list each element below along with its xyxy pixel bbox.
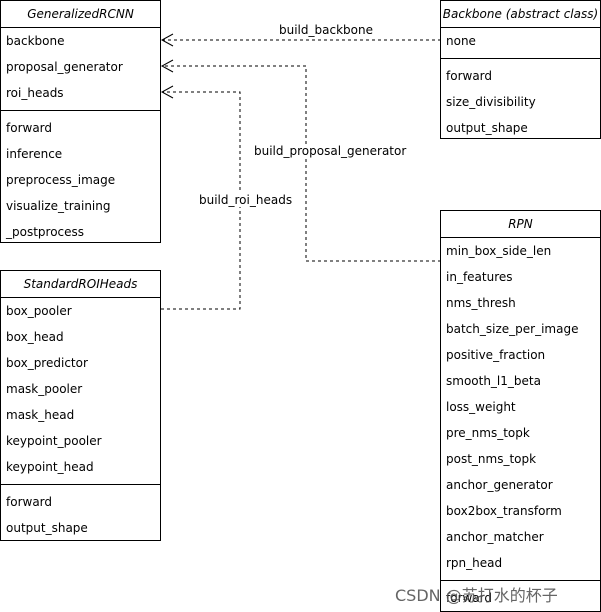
watermark: CSDN @苏打水的杯子 [395, 586, 558, 605]
attribute-nms-thresh: nms_thresh [446, 296, 516, 310]
method-forward: forward [446, 591, 493, 605]
attribute-smooth-l1-beta: smooth_l1_beta [446, 374, 541, 388]
attribute-loss-weight: loss_weight [446, 400, 516, 414]
method-size-divisibility: size_divisibility [446, 95, 536, 109]
attribute-mask-head: mask_head [6, 408, 75, 422]
class-title: Backbone (abstract class) [441, 1, 600, 28]
section-divider [441, 58, 600, 59]
class-title: StandardROIHeads [1, 271, 160, 298]
method-inference: inference [6, 147, 63, 161]
class-standard-roi-heads: StandardROIHeads box_pooler box_head box… [0, 270, 161, 541]
section-divider [441, 580, 600, 581]
attribute-box-head: box_head [6, 330, 64, 344]
method-visualize-training: visualize_training [6, 199, 111, 213]
edge-label-build-roi-heads: build_roi_heads [197, 193, 295, 207]
method-preprocess-image: preprocess_image [6, 173, 116, 187]
arrowhead-proposal-generator [160, 59, 174, 73]
attribute-roi-heads: roi_heads [6, 86, 64, 100]
class-backbone: Backbone (abstract class) none forward s… [440, 0, 601, 139]
attribute-batch-size-per-image: batch_size_per_image [446, 322, 579, 336]
method-output-shape: output_shape [446, 121, 528, 135]
attribute-post-nms-topk: post_nms_topk [446, 452, 537, 466]
attribute-backbone: backbone [6, 34, 65, 48]
arrowhead-roi-heads [160, 85, 174, 99]
arrowhead-backbone [160, 33, 174, 47]
class-generalized-rcnn: GeneralizedRCNN backbone proposal_genera… [0, 0, 161, 243]
attribute-box2box-transform: box2box_transform [446, 504, 562, 518]
attribute-anchor-generator: anchor_generator [446, 478, 553, 492]
attribute-box-predictor: box_predictor [6, 356, 88, 370]
attribute-rpn-head: rpn_head [446, 556, 503, 570]
attribute-keypoint-head: keypoint_head [6, 460, 94, 474]
attribute-keypoint-pooler: keypoint_pooler [6, 434, 102, 448]
attribute-anchor-matcher: anchor_matcher [446, 530, 544, 544]
method-forward: forward [6, 121, 53, 135]
attribute-pre-nms-topk: pre_nms_topk [446, 426, 530, 440]
attribute-mask-pooler: mask_pooler [6, 382, 83, 396]
attribute-min-box-side-len: min_box_side_len [446, 244, 552, 258]
class-title: GeneralizedRCNN [1, 1, 160, 28]
attribute-proposal-generator: proposal_generator [6, 60, 123, 74]
attribute-in-features: in_features [446, 270, 513, 284]
class-title: RPN [441, 211, 600, 238]
edge-label-build-backbone: build_backbone [277, 23, 375, 37]
edge-label-build-proposal-generator: build_proposal_generator [252, 144, 409, 158]
method-output-shape: output_shape [6, 521, 88, 535]
attribute-box-pooler: box_pooler [6, 304, 72, 318]
section-divider [1, 110, 160, 111]
class-rpn: RPN min_box_side_len in_features nms_thr… [440, 210, 601, 612]
section-divider [1, 484, 160, 485]
attribute-positive-fraction: positive_fraction [446, 348, 546, 362]
method-forward: forward [446, 69, 493, 83]
method-forward: forward [6, 495, 53, 509]
method-postprocess: _postprocess [6, 225, 85, 239]
edge-build-proposal-generator [162, 65, 441, 262]
attribute-none: none [446, 34, 476, 48]
